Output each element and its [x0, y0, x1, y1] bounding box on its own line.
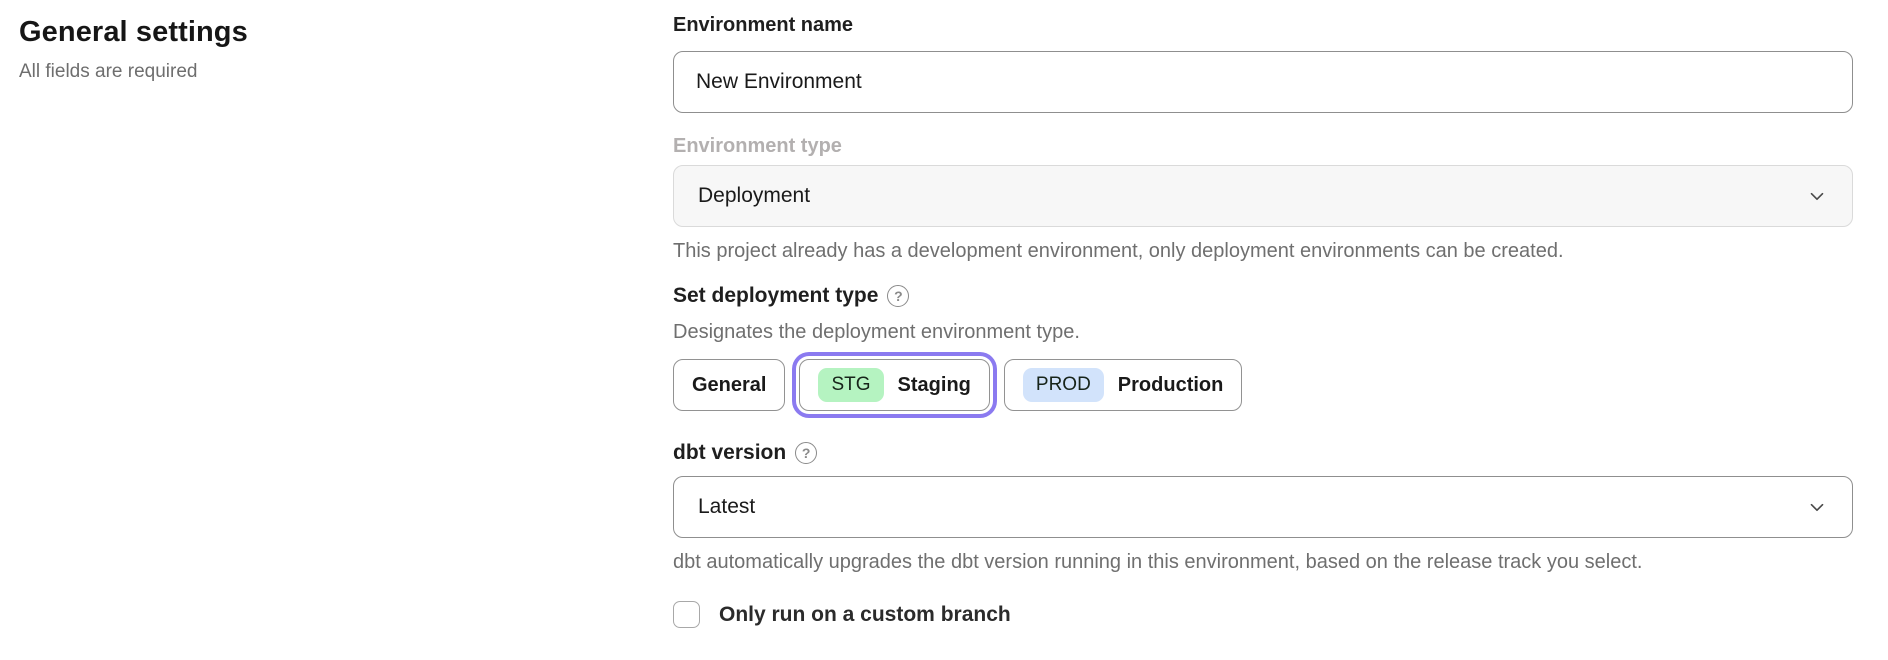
deployment-type-label: Set deployment type	[673, 284, 879, 307]
custom-branch-checkbox[interactable]	[673, 601, 700, 628]
settings-header: General settings All fields are required	[19, 16, 639, 83]
environment-type-value: Deployment	[698, 184, 811, 207]
chevron-down-icon	[1810, 503, 1824, 512]
deployment-type-option-staging[interactable]: STG Staging	[799, 359, 990, 411]
dbt-version-select[interactable]: Latest	[673, 476, 1853, 538]
dbt-version-helper: dbt automatically upgrades the dbt versi…	[673, 551, 1643, 573]
page-title: General settings	[19, 16, 248, 48]
production-badge: PROD	[1022, 368, 1104, 402]
dbt-version-label: dbt version	[673, 441, 787, 464]
deployment-type-option-production[interactable]: PROD Production	[1003, 359, 1243, 411]
deployment-type-option-label: General	[692, 373, 767, 396]
custom-branch-row: Only run on a custom branch	[673, 601, 1853, 628]
chevron-down-icon	[1810, 192, 1824, 201]
deployment-type-options: General STG Staging PROD Production	[673, 359, 1853, 411]
environment-settings-form: Environment name Environment type Deploy…	[673, 12, 1853, 628]
environment-type-select: Deployment	[673, 165, 1853, 227]
deployment-type-option-label: Staging	[897, 373, 971, 396]
staging-badge: STG	[818, 368, 884, 402]
deployment-type-option-label: Production	[1117, 373, 1224, 396]
custom-branch-label[interactable]: Only run on a custom branch	[719, 602, 1011, 626]
environment-name-label: Environment name	[673, 14, 854, 36]
environment-type-helper: This project already has a development e…	[673, 240, 1564, 262]
help-icon[interactable]: ?	[887, 285, 910, 307]
deployment-type-option-general[interactable]: General	[673, 359, 786, 411]
dbt-version-value: Latest	[698, 495, 756, 518]
environment-type-label: Environment type	[673, 135, 842, 157]
help-icon[interactable]: ?	[795, 442, 818, 464]
deployment-type-helper: Designates the deployment environment ty…	[673, 321, 1080, 343]
page-subtitle: All fields are required	[19, 61, 198, 82]
environment-name-input[interactable]	[673, 51, 1853, 113]
